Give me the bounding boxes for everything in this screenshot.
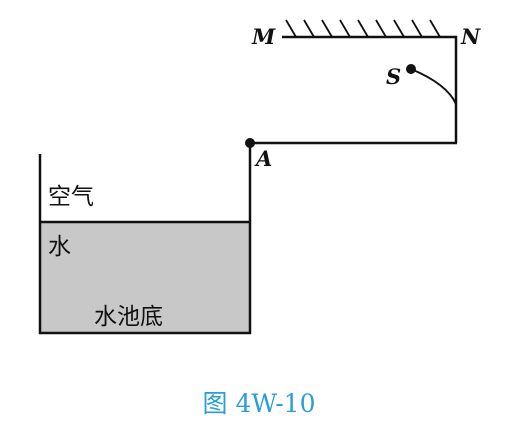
hatch-mark [339, 19, 351, 38]
point-s [406, 64, 416, 74]
hatch-mark [375, 19, 387, 38]
hatch-mark [411, 19, 423, 38]
light-arc [410, 68, 457, 105]
hatch-mark [303, 19, 315, 38]
hatch-mark [321, 19, 333, 38]
label-pool-bottom: 水池底 [94, 304, 163, 330]
label-air: 空气 [48, 184, 94, 210]
figure-caption: 图 4W-10 [203, 389, 316, 418]
hatch-mark [429, 19, 441, 38]
water-region [40, 222, 250, 333]
label-n: N [460, 24, 481, 49]
hatch-mark [393, 19, 405, 38]
label-m: M [251, 24, 276, 49]
label-water: 水 [48, 234, 71, 260]
mirror-mn [282, 19, 457, 39]
hatch-mark [357, 19, 369, 38]
mirror-hatching [285, 19, 441, 38]
label-a: A [254, 146, 272, 171]
point-a [245, 138, 255, 148]
label-s: S [386, 64, 401, 89]
hatch-mark [285, 19, 297, 38]
